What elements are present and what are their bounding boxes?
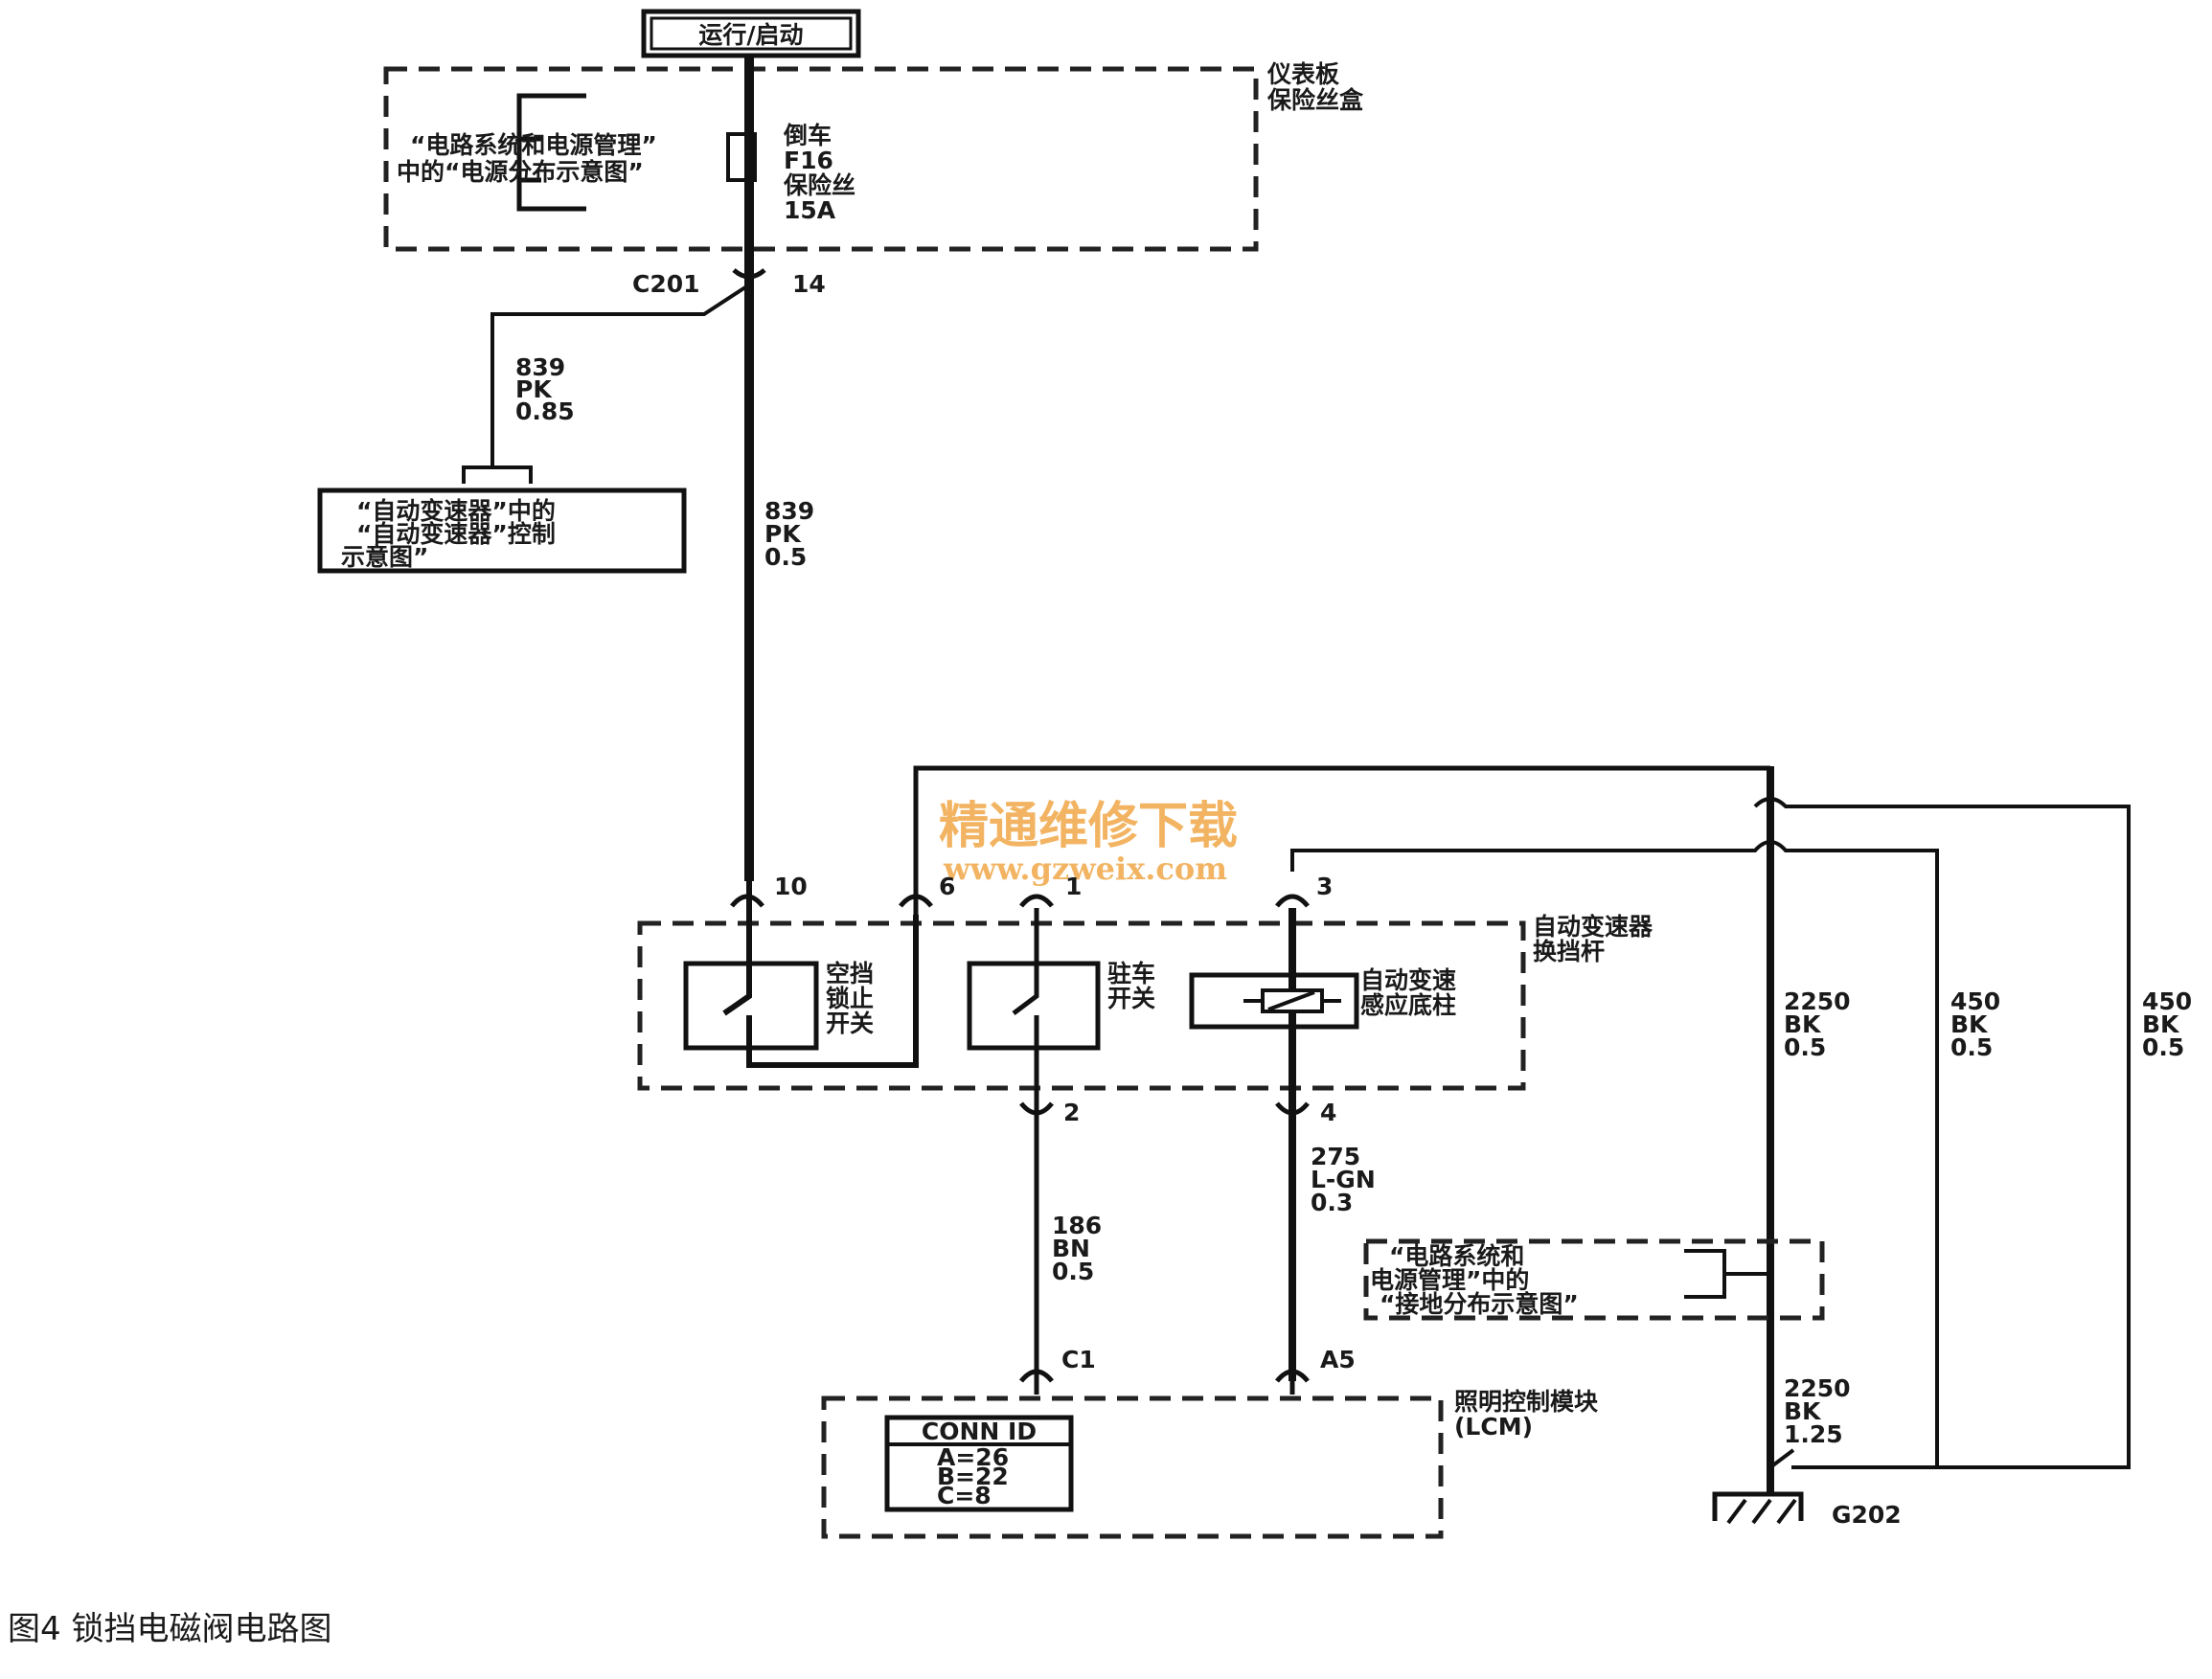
watermark: 精通维修下载 www.gzweix.com	[939, 797, 1238, 887]
trans-control-ref: “自动变速器”中的 “自动变速器”控制 示意图”	[317, 465, 687, 574]
wire-450-b-color: BK	[2142, 1010, 2180, 1038]
figure-caption: 图4 锁挡电磁阀电路图	[8, 1610, 331, 1648]
wire-450-a-color: BK	[1950, 1010, 1989, 1038]
pin-3: 3	[1316, 873, 1333, 900]
ground-ref-1: “电路系统和	[1389, 1242, 1524, 1270]
wire-2250-upper-color: BK	[1784, 1010, 1822, 1038]
ground-ref-3: “接地分布示意图”	[1380, 1290, 1579, 1318]
watermark-line1: 精通维修下载	[939, 797, 1238, 855]
power-dist-ref-2: 中的“电源分布示意图”	[397, 158, 644, 186]
park-switch-1: 驻车	[1107, 960, 1155, 987]
power-source: 运行/启动	[641, 9, 861, 58]
lcm-label-2: (LCM)	[1454, 1413, 1533, 1441]
pin-4: 4	[1320, 1099, 1336, 1126]
wire-839-branch-color: PK	[515, 375, 553, 403]
wire-275-num: 275	[1311, 1143, 1360, 1170]
trans-shifter: 自动变速器 换挡杆 10 6 1 3 空挡 锁止 开关 驻车 开关 自动变速 感…	[637, 873, 1653, 1126]
neutral-switch-2: 锁止	[826, 985, 874, 1012]
trans-ref-3: 示意图”	[341, 543, 428, 571]
lcm-label-1: 照明控制模块	[1454, 1388, 1598, 1416]
fuse-label-1: 倒车	[783, 122, 832, 149]
wire-186-color: BN	[1052, 1235, 1090, 1262]
conn-id-c: C=8	[937, 1482, 992, 1509]
wire-2250-lower-size: 1.25	[1784, 1420, 1843, 1448]
c201-name: C201	[632, 270, 700, 298]
pin-1: 1	[1065, 873, 1082, 900]
power-dist-ref-1: “电路系统和电源管理”	[410, 131, 657, 159]
lcm-pin-c1: C1	[1061, 1346, 1096, 1373]
wire-450-b-size: 0.5	[2142, 1033, 2184, 1061]
ground-ref-2: 电源管理”中的	[1370, 1266, 1529, 1294]
power-source-label: 运行/启动	[698, 21, 803, 49]
conn-id-a: A=26	[937, 1443, 1009, 1471]
fuse-block-label-2: 保险丝盒	[1266, 86, 1364, 114]
fuse-f16	[726, 132, 757, 182]
fuse-label-4: 15A	[784, 196, 836, 224]
fuse-label-3: 保险丝	[783, 171, 855, 199]
wire-2250-upper-size: 0.5	[1784, 1033, 1826, 1061]
wire-2250-lower-color: BK	[1784, 1397, 1822, 1425]
watermark-line2: www.gzweix.com	[943, 851, 1227, 887]
wire-186-size: 0.5	[1052, 1258, 1094, 1285]
connector-c201: C201 14	[632, 268, 826, 298]
wire-2250-lower-num: 2250	[1784, 1374, 1851, 1402]
trans-ref-2: “自动变速器”控制	[356, 520, 556, 548]
ground-g202: G202	[1712, 1448, 1902, 1529]
shifter-label-1: 自动变速器	[1533, 913, 1653, 941]
park-switch-2: 开关	[1107, 985, 1155, 1012]
wire-186-num: 186	[1052, 1212, 1102, 1239]
wire-450-a-size: 0.5	[1950, 1033, 1993, 1061]
park-switch	[967, 961, 1101, 1051]
ground-label: G202	[1832, 1501, 1902, 1529]
pin-6: 6	[939, 873, 955, 900]
solenoid-2: 感应底柱	[1360, 991, 1456, 1019]
neutral-switch-3: 开关	[826, 1010, 874, 1037]
lighting-control-module: C1 A5 照明控制模块 (LCM) CONN ID A=26 B=22 C=8	[821, 1346, 1598, 1539]
ground-wires	[913, 765, 2131, 1492]
fuse-label-2: F16	[784, 147, 833, 174]
trans-ref-1: “自动变速器”中的	[356, 497, 556, 525]
pin-2: 2	[1063, 1099, 1080, 1126]
conn-id-table: CONN ID A=26 B=22 C=8	[884, 1415, 1074, 1512]
wire-275-size: 0.3	[1311, 1189, 1353, 1216]
fuse-block-label-1: 仪表板	[1266, 60, 1339, 88]
c201-pin: 14	[792, 270, 826, 298]
lcm-pin-a5: A5	[1320, 1346, 1356, 1373]
wire-450-b-num: 450	[2142, 987, 2192, 1015]
instrument-panel-fuse-block: 仪表板 保险丝盒 “电路系统和电源管理” 中的“电源分布示意图” 倒车 F16 …	[383, 60, 1364, 252]
wire-2250-upper-num: 2250	[1784, 987, 1851, 1015]
conn-id-title: CONN ID	[922, 1418, 1037, 1445]
shifter-label-2: 换挡杆	[1533, 938, 1605, 965]
ground-dist-ref: “电路系统和 电源管理”中的 “接地分布示意图”	[1363, 1238, 1825, 1321]
wire-275-color: L-GN	[1311, 1166, 1376, 1193]
shift-lock-solenoid	[1189, 972, 1359, 1030]
wire-839-branch-num: 839	[515, 353, 565, 381]
conn-id-b: B=22	[937, 1463, 1009, 1490]
wire-839-main-num: 839	[764, 497, 814, 525]
neutral-switch-1: 空挡	[826, 960, 874, 987]
pin-10: 10	[774, 873, 808, 900]
wire-839-main-color: PK	[764, 520, 802, 548]
wire-839-main-size: 0.5	[764, 543, 807, 571]
solenoid-1: 自动变速	[1360, 966, 1456, 994]
wire-839-branch	[490, 285, 747, 467]
wire-839-branch-size: 0.85	[515, 397, 575, 425]
wire-450-a-num: 450	[1950, 987, 2000, 1015]
